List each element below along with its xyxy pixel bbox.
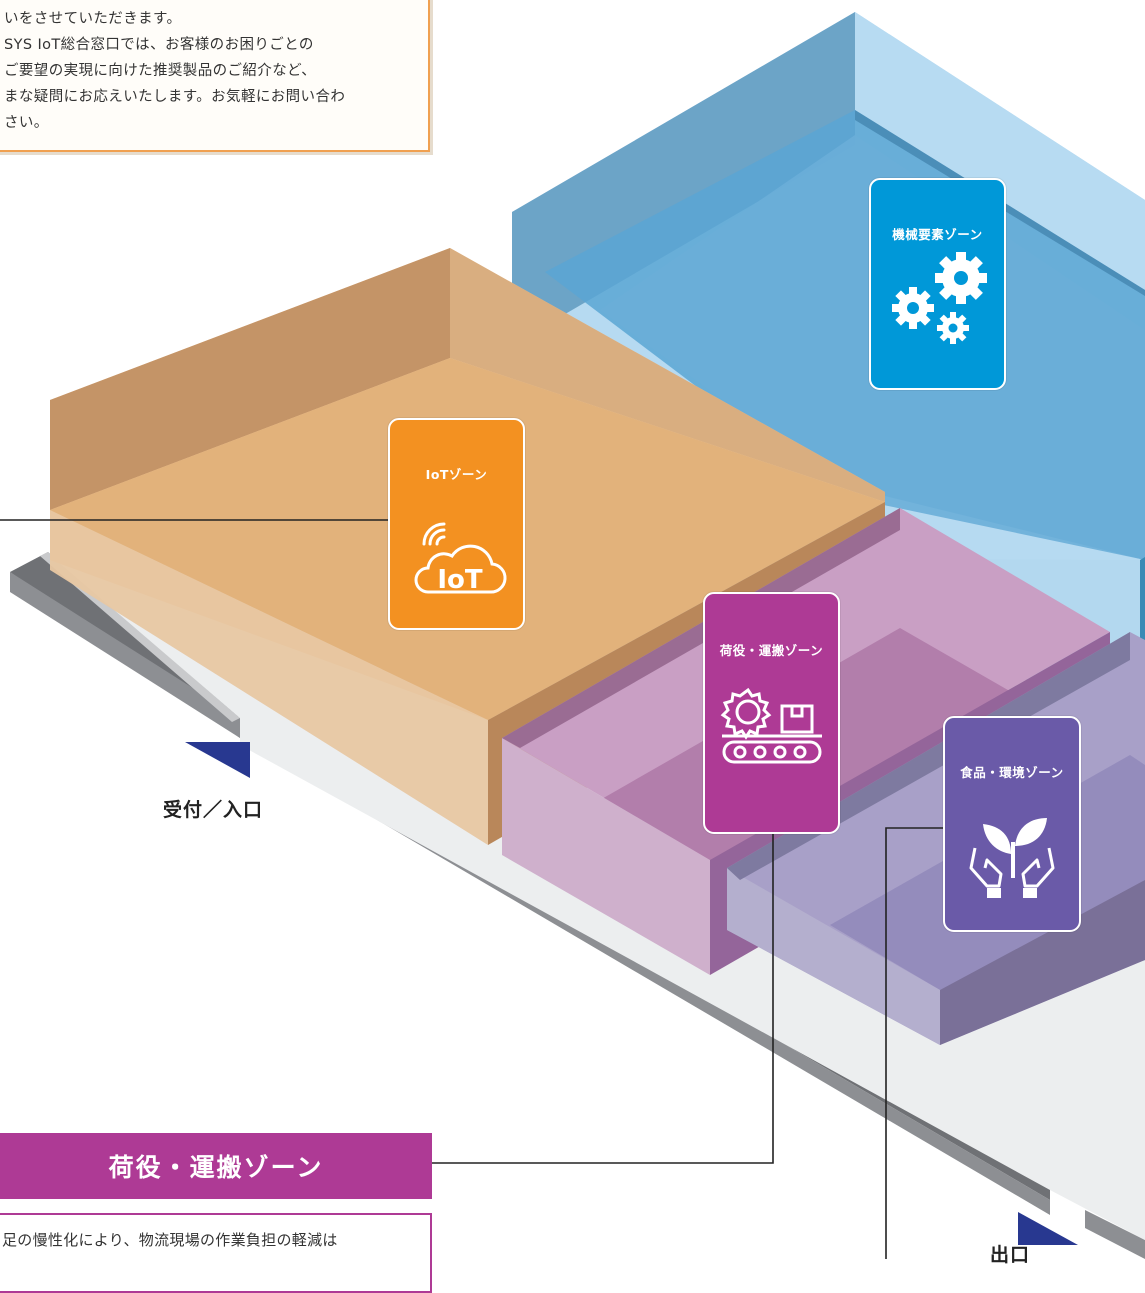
machine-zone-title: 機械要素ゾーン [892,227,983,242]
exit-label: 出口 [990,1244,1031,1266]
iot-zone-card[interactable]: IoTゾーン IoT [388,418,525,630]
cargo-zone-header: 荷役・運搬ゾーン [0,1133,432,1199]
iot-zone-title: IoTゾーン [425,467,488,482]
cargo-zone-title: 荷役・運搬ゾーン [719,643,824,658]
intro-info-box: いをさせていただきます。 SYS IoT総合窓口では、お客様のお困りごとの ご要… [0,0,430,152]
cargo-zone-description: 足の慢性化により、物流現場の作業負担の軽減は [0,1213,432,1293]
intro-line: さい。 [4,115,49,131]
sprout-hands-icon [969,818,1055,898]
entrance-arrow [185,742,250,778]
intro-line: SYS IoT総合窓口では、お客様のお困りごとの [4,37,314,53]
exit-arrow [1018,1212,1078,1245]
cargo-connector-line [432,828,774,1164]
food-zone-card[interactable]: 食品・環境ゾーン [943,716,1081,932]
intro-line: いをさせていただきます。 [4,11,182,27]
connector-lines [0,519,948,1259]
intro-line: ご要望の実現に向けた推奨製品のご紹介など、 [4,63,317,79]
iot-cloud-icon: IoT [414,522,507,595]
conveyor-icon [720,687,822,764]
iot-icon-text: IoT [437,565,483,595]
food-connector-line [885,827,948,1259]
food-zone-title: 食品・環境ゾーン [960,765,1064,780]
gears-icon [891,252,987,344]
machine-zone-card[interactable]: 機械要素ゾーン [869,178,1006,390]
entrance-label: 受付／入口 [163,799,264,821]
cargo-zone-description-text: 足の慢性化により、物流現場の作業負担の軽減は [2,1231,338,1249]
intro-line: まな疑問にお応えいたします。お気軽にお問い合わ [4,89,346,105]
cargo-zone-card[interactable]: 荷役・運搬ゾーン [703,592,840,834]
